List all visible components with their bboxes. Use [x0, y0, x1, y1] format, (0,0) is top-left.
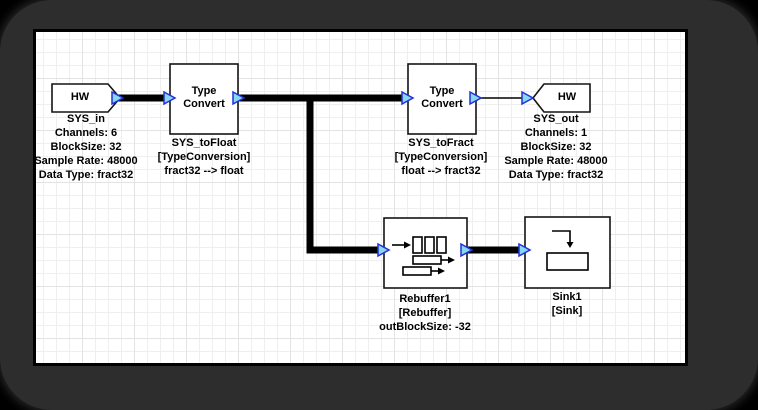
tofloat-title-line1: Type	[191, 85, 217, 97]
tofract-output-port-icon[interactable]	[469, 90, 483, 106]
schematic-canvas[interactable]: HW Type Convert Type Convert HW SYS_in C…	[33, 29, 688, 366]
sink-label: Sink1 [Sink]	[517, 290, 617, 318]
rebuffer-label: Rebuffer1 [Rebuffer] outBlockSize: -32	[360, 292, 490, 334]
rebuffer-input-port-icon[interactable]	[377, 242, 391, 258]
tofloat-name: SYS_toFloat	[171, 137, 237, 149]
sys-out-blocksize: BlockSize: 32	[520, 141, 592, 153]
tofloat-input-port-icon[interactable]	[163, 90, 177, 106]
block-sys-in[interactable]	[51, 83, 122, 113]
sys-in-output-port-icon[interactable]	[111, 90, 125, 106]
tofract-block-title: Type Convert	[408, 85, 476, 111]
sink-input-port-icon[interactable]	[518, 242, 532, 258]
rebuffer-output-port-icon[interactable]	[460, 242, 474, 258]
sys-in-channels: Channels: 6	[54, 127, 118, 139]
sys-in-label: SYS_in Channels: 6 BlockSize: 32 Sample …	[34, 112, 148, 182]
sys-out-name: SYS_out	[533, 113, 579, 125]
diagram-layer	[51, 63, 611, 289]
rebuffer-outblocksize: outBlockSize: -32	[379, 321, 471, 333]
sink-type: [Sink]	[551, 305, 583, 317]
tofract-label: SYS_toFract [TypeConversion] float --> f…	[376, 136, 506, 178]
wire-branch-to-rebuffer[interactable]	[306, 98, 386, 254]
tofloat-output-port-icon[interactable]	[232, 90, 246, 106]
tofract-input-port-icon[interactable]	[401, 90, 415, 106]
sys-out-samplerate: Sample Rate: 48000	[504, 155, 608, 167]
tofract-conversion: float --> fract32	[401, 165, 481, 177]
tofract-name: SYS_toFract	[408, 137, 474, 149]
block-sink[interactable]	[524, 216, 611, 289]
sys-in-name: SYS_in	[67, 113, 105, 125]
sink-icon	[546, 230, 589, 271]
sys-out-channels: Channels: 1	[524, 127, 588, 139]
sys-out-block-title: HW	[557, 91, 577, 103]
tofloat-conversion: fract32 --> float	[164, 165, 244, 177]
sys-out-datatype: Data Type: fract32	[508, 169, 604, 181]
rebuffer-type: [Rebuffer]	[398, 307, 452, 319]
tofloat-label: SYS_toFloat [TypeConversion] fract32 -->…	[139, 136, 269, 178]
tofract-title-line2: Convert	[421, 98, 463, 110]
sys-out-label: SYS_out Channels: 1 BlockSize: 32 Sample…	[494, 112, 618, 182]
tofract-type: [TypeConversion]	[394, 151, 488, 163]
tofloat-type: [TypeConversion]	[157, 151, 251, 163]
sys-out-input-port-icon[interactable]	[521, 90, 535, 106]
sys-in-datatype: Data Type: fract32	[38, 169, 134, 181]
rebuffer-name: Rebuffer1	[399, 293, 451, 305]
sink-name: Sink1	[552, 291, 582, 303]
tofloat-block-title: Type Convert	[170, 85, 238, 111]
sys-in-blocksize: BlockSize: 32	[50, 141, 122, 153]
block-sys-out[interactable]	[531, 83, 591, 113]
sys-in-samplerate: Sample Rate: 48000	[34, 155, 138, 167]
sys-in-block-title: HW	[70, 91, 90, 103]
rebuffer-icon	[392, 236, 455, 276]
tofloat-title-line2: Convert	[183, 98, 225, 110]
tofract-title-line1: Type	[429, 85, 455, 97]
